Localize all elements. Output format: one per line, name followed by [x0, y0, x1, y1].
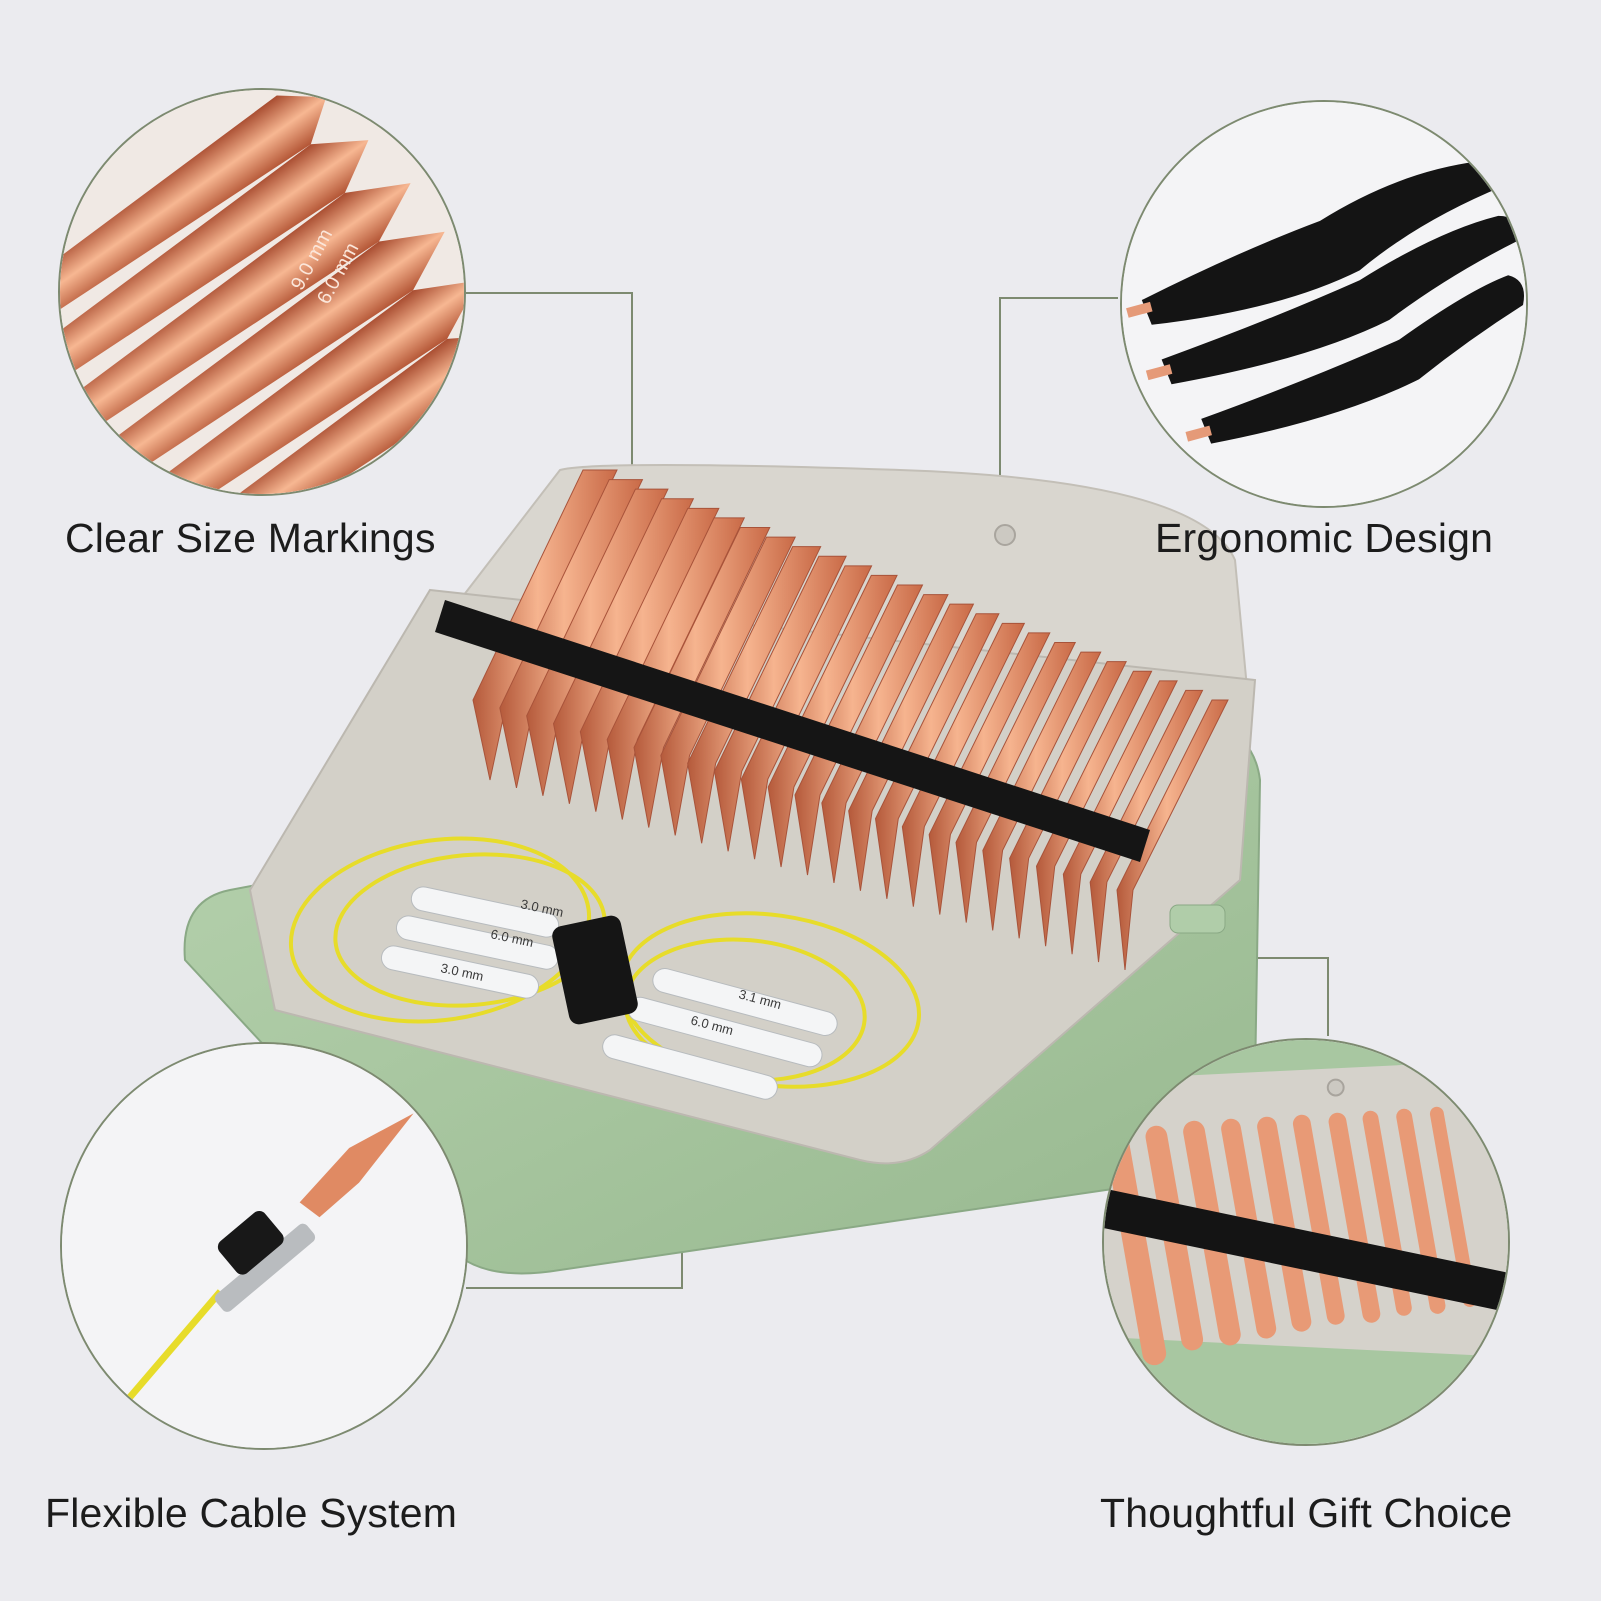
feature-circle-gift [1102, 1038, 1510, 1446]
cable-stoppers [380, 886, 838, 1100]
needle-tip [633, 527, 771, 828]
needle-tip [579, 507, 720, 812]
needle-tip [1035, 670, 1153, 947]
stopper-band [552, 915, 638, 1025]
needle-tip [848, 603, 975, 891]
feature-circle-size-markings: 9.0 mm 6.0 mm [58, 88, 466, 496]
needle-tip [499, 479, 644, 789]
leader-line-gift [1230, 957, 1329, 1036]
needle-tip [767, 574, 898, 868]
feature-label-cable: Flexible Cable System [45, 1490, 458, 1536]
needle-tip [955, 642, 1077, 923]
case-closeup [1104, 1040, 1508, 1444]
needle-tip [713, 555, 847, 852]
elastic-band [435, 600, 1150, 862]
needle-tip [606, 517, 746, 820]
needle-tip [794, 584, 924, 876]
feature-label-gift: Thoughtful Gift Choice [1100, 1490, 1513, 1536]
needle-tip [740, 565, 873, 860]
needle-tip [874, 613, 1000, 899]
needle-tip [552, 498, 695, 804]
needle-tip [982, 651, 1102, 931]
needle-tip [472, 469, 618, 781]
case-inner-lining [248, 588, 1257, 1165]
feature-circle-cable [60, 1042, 468, 1450]
needle-tip [660, 536, 797, 836]
needle-tip [1009, 661, 1127, 939]
feature-label-size-markings: Clear Size Markings [65, 515, 436, 561]
cable-closeup [62, 1044, 466, 1448]
needle-tip [821, 594, 949, 883]
needle-tip [687, 546, 822, 844]
needle-tip [928, 632, 1051, 915]
needle-tip [526, 488, 669, 796]
snap-button [994, 524, 1016, 546]
needle-tips [472, 469, 1229, 971]
needle-closeup: 9.0 mm 6.0 mm [60, 90, 464, 494]
feature-label-ergonomic: Ergonomic Design [1155, 515, 1494, 561]
handles-closeup [1122, 102, 1526, 506]
case-tab [1169, 904, 1226, 934]
feature-circle-ergonomic [1120, 100, 1528, 508]
needle-tip [901, 622, 1026, 907]
